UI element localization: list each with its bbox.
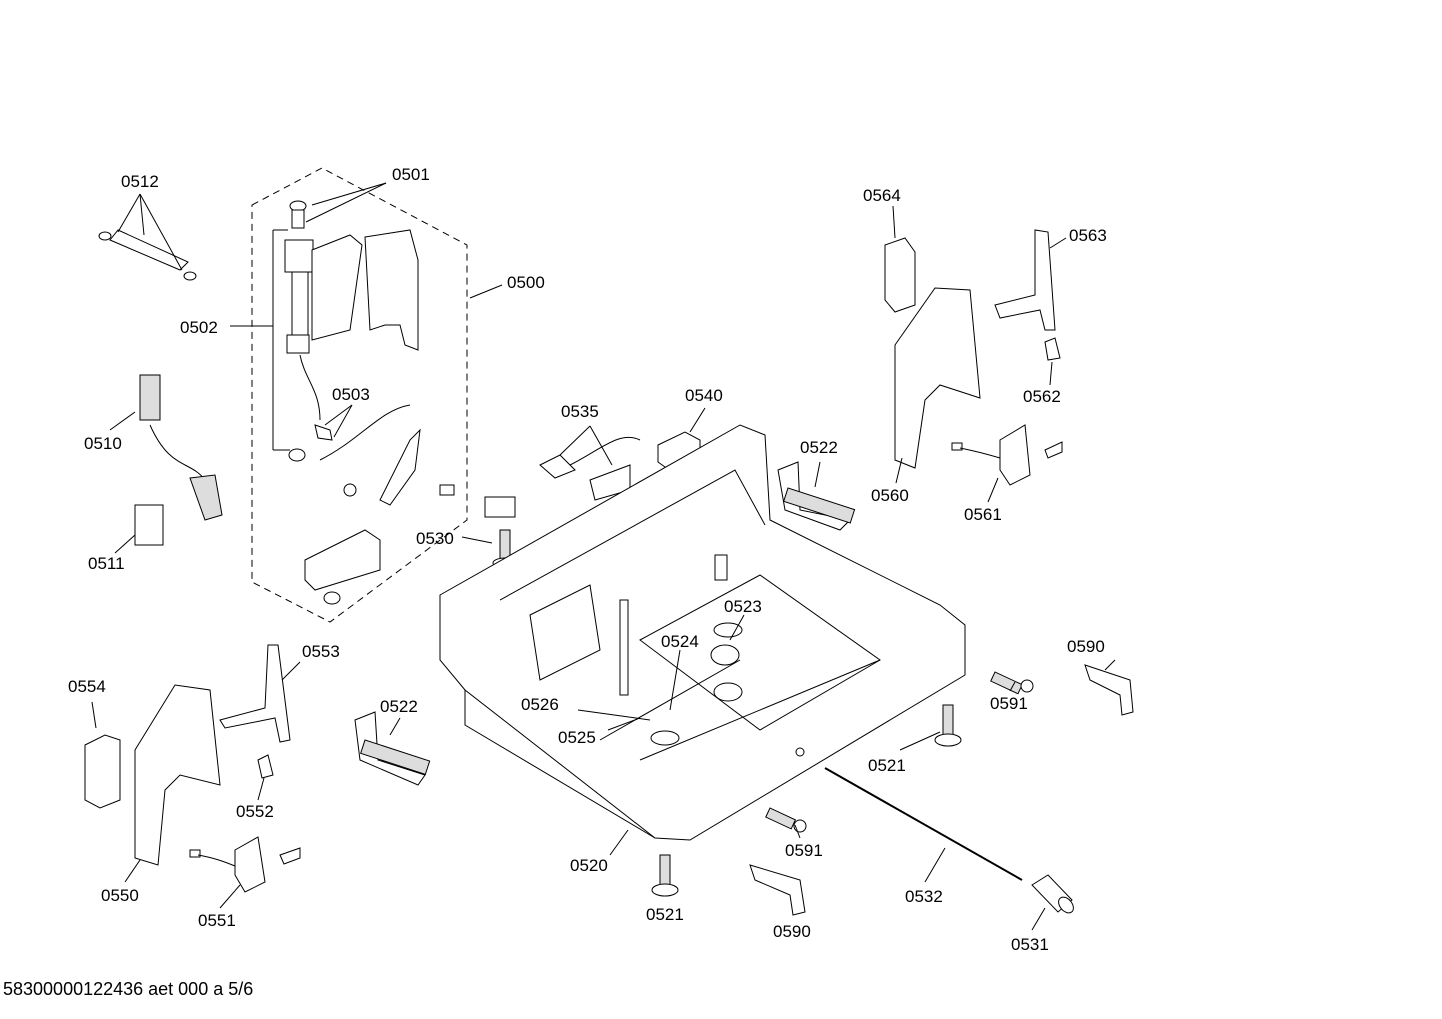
label-0511: 0511 <box>88 554 125 573</box>
rail-0590-bottom <box>749 864 806 916</box>
label-0531: 0531 <box>1011 935 1049 954</box>
leader-lines <box>91 182 1116 931</box>
screw-0591-bottom <box>765 807 807 833</box>
label-0553: 0553 <box>302 642 340 661</box>
label-0521-right: 0521 <box>868 756 906 775</box>
pipe-0512 <box>98 229 197 281</box>
label-0526: 0526 <box>521 695 559 714</box>
switch-0561 <box>951 424 1063 486</box>
switch-0551 <box>189 836 301 893</box>
label-0520: 0520 <box>570 856 608 875</box>
label-0554: 0554 <box>68 677 106 696</box>
block-0530 <box>484 496 516 518</box>
label-0563: 0563 <box>1069 226 1107 245</box>
label-0522-top: 0522 <box>800 438 838 457</box>
label-0510: 0510 <box>84 434 122 453</box>
cover-0554 <box>84 734 121 809</box>
bracket-0564 <box>884 237 916 313</box>
spring-0522-top <box>777 461 856 531</box>
label-0591-right: 0591 <box>990 694 1028 713</box>
hose-0510 <box>139 374 223 521</box>
label-0550: 0550 <box>101 886 139 905</box>
base-tub-0520 <box>439 424 966 841</box>
clip-0552 <box>257 754 274 779</box>
bracket-0553 <box>219 644 291 743</box>
spring-0522-bottom <box>354 711 431 786</box>
label-0561: 0561 <box>964 505 1002 524</box>
label-0512: 0512 <box>121 172 159 191</box>
cable-0535 <box>539 436 641 501</box>
label-0523: 0523 <box>724 597 762 616</box>
label-0503: 0503 <box>332 385 370 404</box>
label-0530: 0530 <box>416 529 454 548</box>
label-0590-right: 0590 <box>1067 637 1105 656</box>
label-0522-bottom: 0522 <box>380 697 418 716</box>
screw-0591-right <box>990 671 1034 695</box>
label-0500: 0500 <box>507 273 545 292</box>
label-0525: 0525 <box>558 728 596 747</box>
label-0532: 0532 <box>905 887 943 906</box>
label-0552: 0552 <box>236 802 274 821</box>
label-0590-bottom: 0590 <box>773 922 811 941</box>
knob-0531 <box>1031 874 1074 914</box>
label-0540: 0540 <box>685 386 723 405</box>
label-0502: 0502 <box>180 318 218 337</box>
rail-0590-right <box>1084 664 1134 716</box>
label-0564: 0564 <box>863 186 901 205</box>
label-0524: 0524 <box>661 632 699 651</box>
label-0591-bottom: 0591 <box>785 841 823 860</box>
bracket-0550 <box>134 684 221 866</box>
foot-0521-bottom <box>651 854 679 897</box>
label-0535: 0535 <box>561 402 599 421</box>
bracket-0563 <box>994 229 1056 331</box>
document-id-footer: 58300000122436 aet 000 a 5/6 <box>3 979 254 999</box>
label-0560: 0560 <box>871 486 909 505</box>
water-valve-0502 <box>284 200 419 462</box>
foot-0521-right <box>934 704 962 747</box>
label-0501: 0501 <box>392 165 430 184</box>
assembly-outline-0500 <box>251 167 468 623</box>
label-0521-bottom: 0521 <box>646 905 684 924</box>
label-0551: 0551 <box>198 911 236 930</box>
valve-bracket <box>304 529 381 605</box>
clip-0511 <box>134 504 164 546</box>
bracket-0560 <box>894 287 981 469</box>
hose-0503 <box>314 404 455 506</box>
label-0562: 0562 <box>1023 387 1061 406</box>
rod-0532 <box>824 767 1023 881</box>
clip-0562 <box>1044 337 1061 361</box>
